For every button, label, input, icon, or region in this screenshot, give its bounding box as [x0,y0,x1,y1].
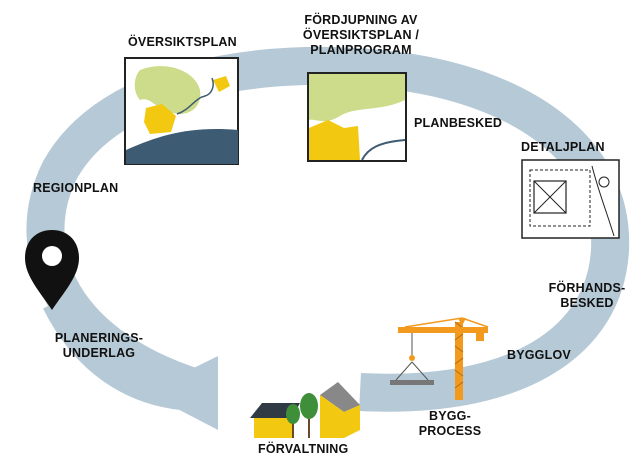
label-planeringsunderlag-line1: PLANERINGS- [54,331,144,345]
map-pin-icon [25,230,79,310]
label-planbesked: PLANBESKED [414,116,503,130]
label-planeringsunderlag-line2: UNDERLAG [62,346,136,360]
plan-map-icon [307,72,407,162]
label-planeringsunderlag: PLANERINGS- UNDERLAG [48,331,150,361]
houses-icon [250,382,360,438]
label-byggprocess-line1: BYGG- [429,409,471,423]
label-forvaltning: FÖRVALTNING [258,442,349,456]
label-oversiktsplan: ÖVERSIKTSPLAN [128,35,237,49]
label-bygglov: BYGGLOV [507,348,571,362]
label-byggprocess: BYGG- PROCESS [395,409,505,439]
label-forhandsbesked-line2: BESKED [560,296,614,310]
label-fordjupning-line2: ÖVERSIKTSPLAN / [302,28,420,42]
label-forhandsbesked-line1: FÖRHANDS- [548,281,626,295]
label-regionplan: REGIONPLAN [33,181,119,195]
crane-icon [390,317,489,400]
label-fordjupning-line1: FÖRDJUPNING AV [304,13,418,27]
label-byggprocess-line2: PROCESS [418,424,482,438]
label-fordjupning: FÖRDJUPNING AV ÖVERSIKTSPLAN / PLANPROGR… [287,13,435,58]
label-forhandsbesked: FÖRHANDS- BESKED [539,281,635,311]
label-detaljplan: DETALJPLAN [521,140,605,154]
detail-map-icon [521,159,620,239]
label-fordjupning-line3: PLANPROGRAM [310,43,412,57]
overview-map-icon [124,57,239,165]
cycle-arrowhead [145,356,218,430]
